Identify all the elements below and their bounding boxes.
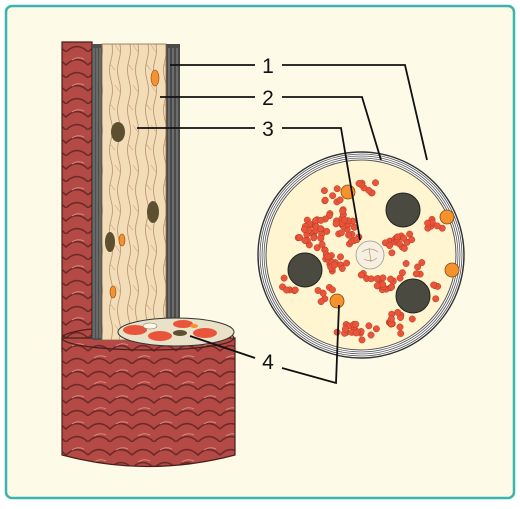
axon-fiber bbox=[372, 180, 378, 186]
axon-fiber bbox=[301, 226, 307, 232]
axon-fiber bbox=[409, 316, 415, 322]
axon-fiber bbox=[386, 242, 392, 248]
axon-fiber bbox=[334, 186, 340, 192]
vessel-long-2 bbox=[119, 234, 125, 246]
axon-fiber bbox=[337, 254, 343, 260]
axon-fiber bbox=[409, 236, 415, 242]
axon-fiber bbox=[318, 217, 324, 223]
axon-fiber bbox=[339, 265, 345, 271]
axon-fiber bbox=[413, 271, 419, 277]
axon-fiber bbox=[373, 326, 379, 332]
axon-fiber bbox=[353, 321, 359, 327]
vessel-cross-3 bbox=[445, 263, 459, 277]
axon-fiber bbox=[399, 270, 405, 276]
axon-fiber bbox=[324, 228, 330, 234]
axon-fiber bbox=[321, 187, 327, 193]
axon-fiber bbox=[329, 287, 335, 293]
axon-fiber bbox=[433, 296, 439, 302]
axon-fiber bbox=[359, 337, 365, 343]
axon-fiber bbox=[325, 253, 331, 259]
vessel-long-1 bbox=[151, 70, 159, 86]
axon-fiber bbox=[318, 298, 324, 304]
axon-fiber bbox=[368, 332, 374, 338]
axon-fiber bbox=[401, 245, 407, 251]
axon-fiber bbox=[341, 217, 347, 223]
axon-fiber bbox=[380, 275, 386, 281]
axon-fiber bbox=[319, 241, 325, 247]
axon-fiber bbox=[311, 235, 317, 241]
axon-fiber bbox=[342, 326, 348, 332]
axon-fiber bbox=[333, 221, 339, 227]
axon-fiber bbox=[388, 284, 394, 290]
axon-fiber bbox=[318, 226, 324, 232]
axon-fiber bbox=[283, 287, 289, 293]
vessel-cross-2 bbox=[440, 210, 454, 224]
axon-fiber bbox=[356, 180, 362, 186]
axon-fiber bbox=[320, 290, 326, 296]
axon-fiber bbox=[329, 193, 335, 199]
axon-fiber bbox=[353, 330, 359, 336]
axon-fiber bbox=[414, 264, 420, 270]
axon-fiber bbox=[318, 235, 324, 241]
label-1: 1 bbox=[262, 55, 274, 78]
axon-fiber bbox=[424, 220, 430, 226]
axon-fiber bbox=[343, 260, 349, 266]
axon-fiber bbox=[331, 262, 337, 268]
axon-fiber bbox=[374, 283, 380, 289]
axon-fiber bbox=[397, 324, 403, 330]
axon-fiber bbox=[403, 260, 409, 266]
axon-fiber bbox=[434, 223, 440, 229]
axon-fiber bbox=[401, 235, 407, 241]
axon-fiber bbox=[281, 275, 287, 281]
nucleus-1 bbox=[111, 122, 125, 142]
axon-fiber bbox=[388, 316, 394, 322]
nucleus-2 bbox=[147, 201, 159, 223]
axon-fiber bbox=[351, 224, 357, 230]
cut-surface bbox=[118, 318, 234, 346]
axon-fiber bbox=[389, 250, 395, 256]
axon-fiber bbox=[302, 237, 308, 243]
axon-fiber bbox=[358, 272, 364, 278]
nerve-cross-section bbox=[258, 152, 464, 358]
axon-fiber bbox=[337, 197, 343, 203]
axon-fiber bbox=[430, 282, 436, 288]
axon-fiber bbox=[339, 208, 345, 214]
axon-fiber bbox=[395, 309, 401, 315]
axon-fiber bbox=[374, 276, 380, 282]
axon-fiber bbox=[366, 323, 372, 329]
nerve-fascicle-longitudinal bbox=[102, 44, 166, 340]
axon-fiber bbox=[398, 330, 404, 336]
label-4: 4 bbox=[262, 351, 274, 374]
axon-fiber bbox=[368, 276, 374, 282]
nucleus-cross-1 bbox=[386, 193, 420, 227]
nucleus-3 bbox=[105, 232, 115, 252]
axon-fiber bbox=[292, 287, 298, 293]
axon-fiber bbox=[387, 276, 393, 282]
vessel-long-3 bbox=[110, 286, 116, 298]
axon-fiber bbox=[345, 232, 351, 238]
label-2: 2 bbox=[262, 87, 274, 110]
axon-fiber bbox=[322, 197, 328, 203]
nucleus-cross-2 bbox=[288, 253, 322, 287]
vessel-cross-4 bbox=[330, 294, 344, 308]
axon-fiber bbox=[394, 234, 400, 240]
axon-fiber bbox=[338, 230, 344, 236]
nucleus-cross-3 bbox=[396, 279, 430, 313]
label-3: 3 bbox=[262, 118, 274, 141]
